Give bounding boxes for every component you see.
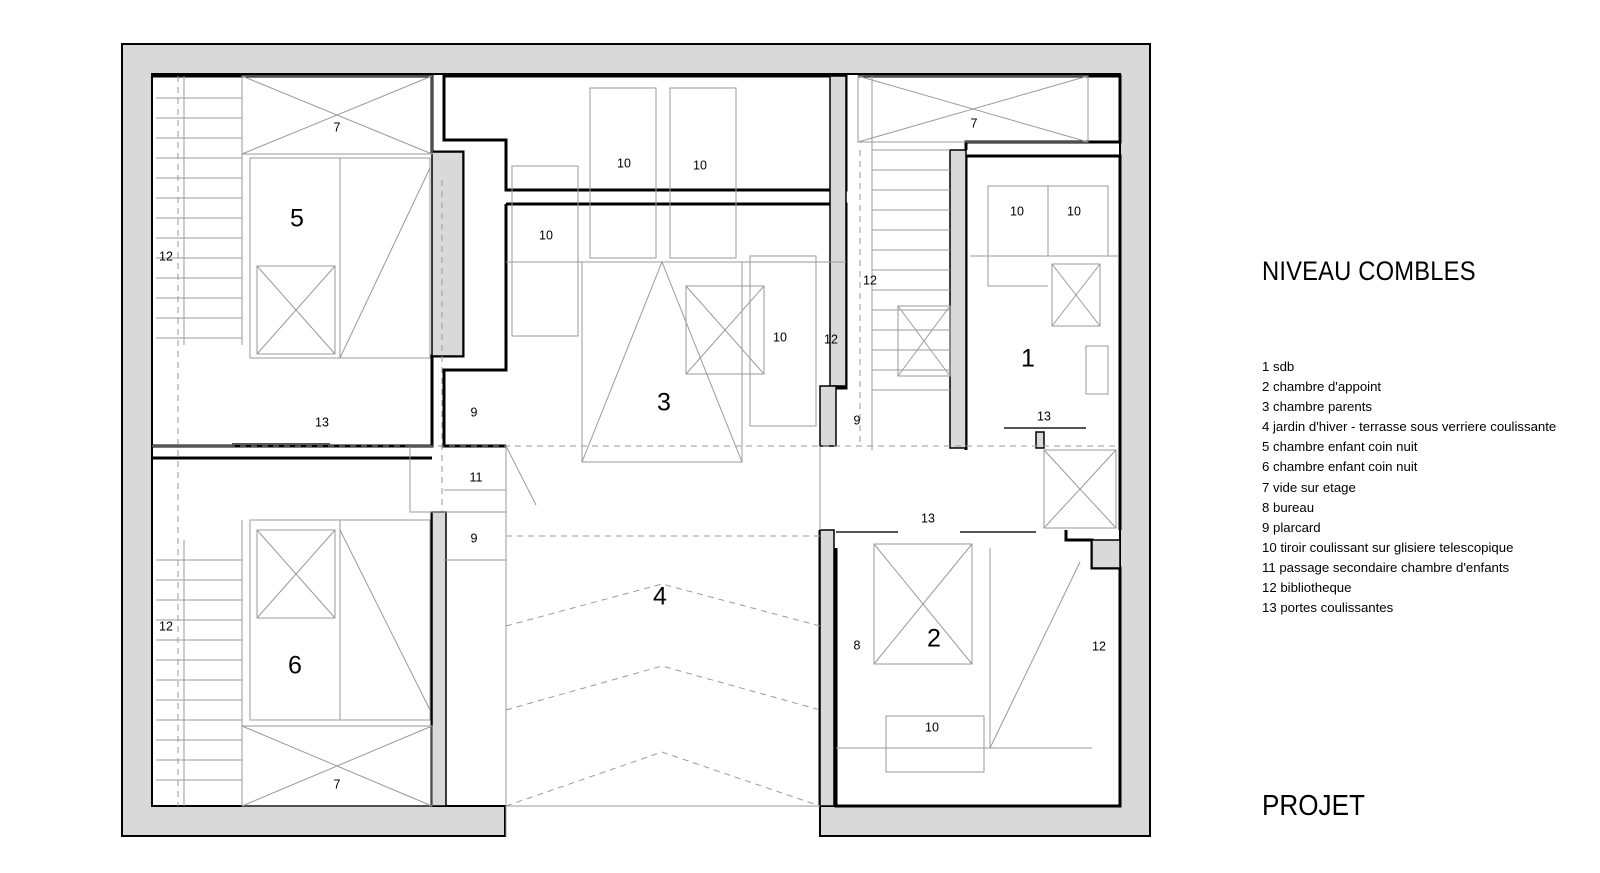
room-1-number: 1 (1021, 345, 1035, 373)
inner-walls (152, 74, 1122, 808)
outer-wall (121, 43, 1151, 837)
label-cupboard-left-bottom: 9 (471, 531, 478, 545)
label-cupboard-left-top: 9 (471, 405, 478, 419)
legend-item: 4 jardin d'hiver - terrasse sous verrier… (1262, 419, 1557, 435)
dashed-lines (152, 76, 1118, 807)
label-drawer-sdb-b: 10 (1067, 204, 1081, 218)
plan-title: NIVEAU COMBLES (1262, 256, 1476, 286)
legend-item: 2 chambre d'appoint (1262, 379, 1382, 395)
label-drawer-left: 10 (539, 228, 553, 242)
legend-item: 8 bureau (1262, 499, 1315, 515)
label-void-top-left: 7 (334, 120, 341, 134)
room-4-number: 4 (653, 583, 667, 611)
label-void-bottom-left: 7 (334, 777, 341, 791)
label-drawer-top-b: 10 (693, 158, 707, 172)
label-shelf-room2: 12 (1092, 639, 1106, 653)
legend-item: 12 bibliotheque (1262, 580, 1352, 596)
room-2-number: 2 (927, 625, 941, 653)
legend-item: 3 chambre parents (1262, 399, 1372, 415)
sliding-door-left (152, 443, 432, 447)
legend-item: 1 sdb (1262, 359, 1295, 374)
legend-item: 5 chambre enfant coin nuit (1262, 439, 1418, 455)
label-shelf-stair: 12 (863, 273, 877, 287)
label-shelf-left-top: 12 (159, 249, 173, 263)
label-drawer-room2: 10 (925, 720, 939, 734)
legend-item: 6 chambre enfant coin nuit (1262, 459, 1418, 475)
wall-blocks (431, 75, 1121, 807)
label-door-room2: 13 (921, 511, 935, 525)
label-cupboard-right: 9 (854, 413, 861, 427)
legend-item: 9 plarcard (1262, 519, 1321, 535)
detail-lines (156, 75, 1118, 836)
legend-item: 7 vide sur etage (1262, 479, 1356, 495)
room-6-number: 6 (288, 652, 302, 680)
legend: 1 sdb 2 chambre d'appoint 3 chambre pare… (1262, 357, 1556, 618)
label-passage: 11 (470, 470, 483, 484)
label-door-left: 13 (315, 415, 329, 429)
label-door-sdb: 13 (1037, 409, 1051, 423)
legend-item: 10 tiroir coulissant sur glisiere telesc… (1262, 539, 1514, 555)
label-shelf-left-bottom: 12 (159, 619, 173, 633)
room-3-number: 3 (657, 389, 671, 417)
legend-item: 13 portes coulissantes (1262, 600, 1394, 616)
label-drawer-sdb-a: 10 (1010, 204, 1024, 218)
legend-item: 11 passage secondaire chambre d'enfants (1262, 559, 1510, 575)
sliding-doors (152, 427, 1086, 533)
room-5-number: 5 (290, 205, 304, 233)
label-drawer-bed3: 10 (773, 330, 787, 344)
plan-subtitle: PROJET (1262, 790, 1365, 822)
label-office: 8 (854, 638, 861, 652)
label-drawer-top-a: 10 (617, 156, 631, 170)
label-shelf-mid: 12 (824, 332, 838, 346)
label-void-top-right: 7 (971, 116, 978, 130)
